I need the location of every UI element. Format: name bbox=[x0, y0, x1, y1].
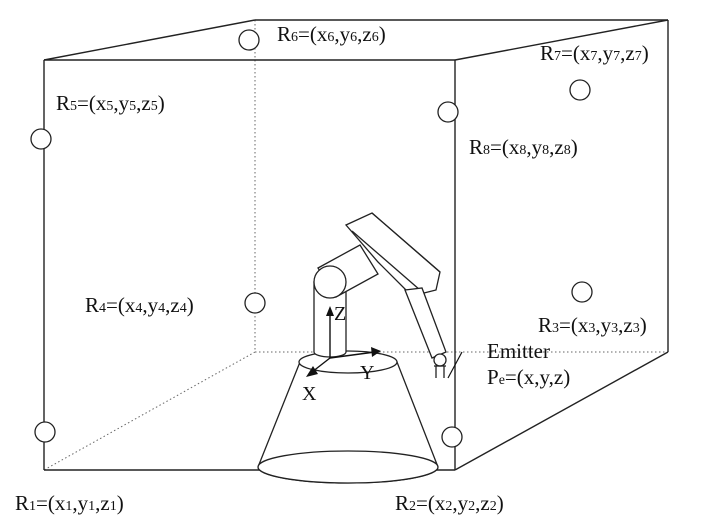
box-visible-edges bbox=[43, 19, 669, 471]
receiver-r3-marker bbox=[571, 281, 593, 303]
receiver-r1-marker bbox=[34, 421, 56, 443]
robot-elbow-edge bbox=[371, 212, 441, 273]
robot-shoulder-joint bbox=[313, 265, 347, 299]
receiver-r4-marker bbox=[244, 292, 266, 314]
receiver-r7-label: R7=(x7,y7,z7) bbox=[540, 41, 649, 65]
robot-arm bbox=[257, 212, 447, 484]
receiver-r5-marker bbox=[30, 128, 52, 150]
coordinate-axes: Z Y X bbox=[302, 303, 381, 405]
emitter-position-label: Pe=(x,y,z) bbox=[487, 365, 570, 389]
top-left-depth-edge bbox=[43, 19, 256, 61]
x-axis-label: X bbox=[302, 383, 317, 405]
emitter-pointer-line bbox=[447, 351, 463, 379]
receiver-r1-label: R1=(x1,y1,z1) bbox=[15, 491, 124, 515]
z-axis-label: Z bbox=[334, 303, 346, 325]
robot-wrist bbox=[433, 353, 447, 367]
bottom-right-depth-edge bbox=[454, 351, 669, 471]
receiver-r2-marker bbox=[441, 426, 463, 448]
top-right-depth-edge bbox=[454, 19, 669, 61]
receiver-r6-label: R6=(x6,y6,z6) bbox=[277, 22, 386, 46]
receiver-r2-label: R2=(x2,y2,z2) bbox=[395, 491, 504, 515]
robot-base-bottom bbox=[257, 450, 439, 484]
robot-forearm bbox=[404, 287, 447, 359]
receiver-r7-marker bbox=[569, 79, 591, 101]
back-bottom-left-edge bbox=[43, 351, 256, 471]
receiver-r8-label: R8=(x8,y8,z8) bbox=[469, 135, 578, 159]
y-axis-line bbox=[329, 351, 376, 359]
z-axis-arrowhead bbox=[326, 306, 334, 316]
receiver-r6-marker bbox=[238, 29, 260, 51]
receiver-r3-label: R3=(x3,y3,z3) bbox=[538, 313, 647, 337]
y-axis-arrowhead bbox=[371, 347, 381, 357]
receiver-r4-label: R4=(x4,y4,z4) bbox=[85, 293, 194, 317]
y-axis-label: Y bbox=[360, 362, 374, 384]
x-axis-arrowhead bbox=[306, 366, 318, 377]
receivers bbox=[30, 29, 593, 448]
robot-elbow-inner-edge bbox=[351, 230, 421, 291]
receiver-r5-label: R5=(x5,y5,z5) bbox=[56, 91, 165, 115]
receiver-r8-marker bbox=[437, 101, 459, 123]
emitter-label: Emitter bbox=[487, 339, 550, 363]
